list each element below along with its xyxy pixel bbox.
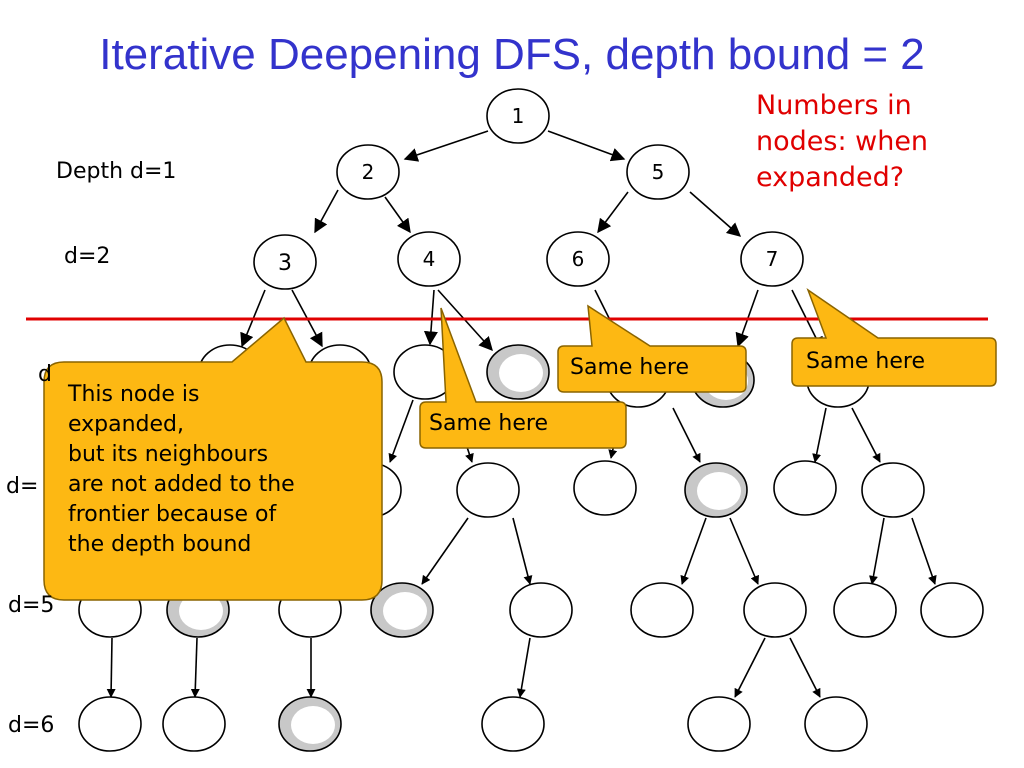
tree-edge (388, 399, 414, 463)
callout-main-line-4: are not added to the (68, 472, 295, 497)
slide-title: Iterative Deepening DFS, depth bound = 2 (99, 30, 925, 79)
tree-edge (869, 517, 885, 585)
tree-node (336, 144, 400, 200)
tree-node (861, 462, 925, 518)
note-line-2: nodes: when (756, 126, 929, 157)
callout-same-bubble-1 (419, 307, 627, 449)
callout-same-text-2: Same here (570, 355, 689, 380)
tree-edge (423, 289, 438, 346)
tree-edge (672, 407, 701, 463)
tree-edge (911, 517, 937, 585)
tree-edge (384, 196, 411, 234)
callout-main-text: This node is expanded, but its neighbour… (68, 380, 378, 560)
node-label-5: 5 (652, 160, 665, 184)
tree-node (630, 582, 694, 638)
tree-edge (680, 517, 707, 585)
callout-main-line-2: expanded, (68, 412, 185, 437)
expansion-order-note: Numbers in nodes: when expanded? (756, 88, 928, 196)
tree-edge (190, 637, 200, 698)
tree-edge (789, 637, 821, 698)
node-label-1: 1 (512, 104, 525, 128)
callout-same-text-1: Same here (429, 411, 548, 436)
tree-edge (812, 407, 827, 463)
tree-node (743, 582, 807, 638)
tree-node (920, 582, 984, 638)
tree-node (833, 582, 897, 638)
tree-node (546, 231, 610, 287)
tree-edge (516, 637, 531, 698)
callout-same-bubble-3 (791, 288, 997, 387)
tree-node-visited-inner (383, 592, 427, 630)
tree-node (481, 696, 545, 752)
tree-node (253, 234, 317, 290)
tree-node-visited-inner (291, 706, 335, 744)
tree-node (456, 462, 520, 518)
tree-edge (106, 637, 116, 698)
callout-main-line-3: but its neighbours (68, 442, 269, 467)
tree-edge (314, 189, 339, 234)
tree-edge (689, 191, 742, 237)
tree-node (78, 696, 142, 752)
tree-node (509, 582, 573, 638)
tree-edge (597, 191, 629, 234)
depth-label-3: d (38, 362, 52, 387)
depth-label-1: Depth d=1 (56, 159, 177, 184)
depth-label-4: d= (6, 474, 39, 499)
tree-edge (421, 517, 469, 585)
tree-edge (734, 637, 766, 698)
callout-same-text-3: Same here (806, 349, 925, 374)
depth-label-5: d=5 (8, 593, 55, 618)
tree-node (773, 460, 837, 516)
note-line-3: expanded? (756, 162, 905, 193)
tree-node-visited-inner (697, 472, 741, 510)
tree-edge (729, 517, 759, 585)
tree-node-visited-inner (499, 354, 543, 392)
tree-edge (547, 130, 626, 162)
node-label-7: 7 (766, 247, 779, 271)
callout-main-line-1: This node is (68, 382, 200, 407)
depth-label-2: d=2 (64, 244, 111, 269)
node-label-2: 2 (362, 160, 375, 184)
tree-node (687, 696, 751, 752)
tree-edge (512, 517, 533, 585)
tree-node-visited-inner (179, 592, 223, 630)
tree-node (397, 231, 461, 287)
tree-node (626, 144, 690, 200)
depth-label-6: d=6 (8, 713, 55, 738)
tree-node (804, 696, 868, 752)
callout-main-bubble (43, 316, 383, 601)
tree-node (573, 460, 637, 516)
tree-node (740, 231, 804, 287)
node-label-3: 3 (278, 251, 292, 276)
callout-main-line-6: the depth bound (68, 532, 252, 557)
node-label-6: 6 (572, 247, 585, 271)
note-line-1: Numbers in (756, 90, 912, 121)
tree-node (486, 88, 550, 144)
tree-edge (403, 130, 489, 162)
tree-nodes (78, 88, 984, 752)
node-label-4: 4 (423, 247, 436, 271)
tree-edge (851, 407, 881, 463)
callout-main-line-5: frontier because of (68, 502, 277, 527)
tree-node (162, 696, 226, 752)
callout-same-bubble-2 (557, 304, 747, 393)
